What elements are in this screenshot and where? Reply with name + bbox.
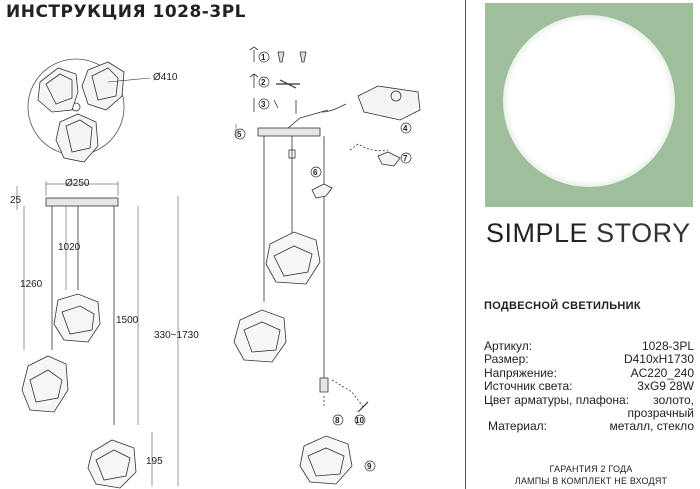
step-10: 10 xyxy=(355,416,364,425)
total-height-dim: 330~1730 xyxy=(154,330,199,341)
brand-name: SIMPLE STORY xyxy=(486,218,691,249)
spec-row-material: Материал: металл, стекло xyxy=(484,419,694,434)
spec-value: металл, стекло xyxy=(609,419,694,434)
step-2: 2 xyxy=(261,78,266,87)
step-6: 6 xyxy=(313,168,318,177)
step-9: 9 xyxy=(367,462,372,471)
shade-height-dim: 195 xyxy=(146,456,163,467)
spec-value: D410xH1730 xyxy=(623,352,694,367)
cord-short-dim: 1020 xyxy=(58,242,81,253)
product-type: ПОДВЕСНОЙ СВЕТИЛЬНИК xyxy=(484,300,641,312)
spec-label: Напряжение: xyxy=(484,365,557,380)
spec-row-light-source: Источник света: 3xG9 28W xyxy=(484,379,694,394)
spec-list: Артикул: 1028-3PL Размер: D410xH1730 Нап… xyxy=(484,339,694,434)
top-view xyxy=(27,58,151,163)
spec-label: Источник света: xyxy=(484,379,573,394)
warranty-note: ГАРАНТИЯ 2 ГОДА ЛАМПЫ В КОМПЛЕКТ НЕ ВХОД… xyxy=(484,463,698,487)
assembly-parts xyxy=(233,46,421,485)
brand-part-1: SIMPLE xyxy=(486,218,589,248)
warranty-line-2: ЛАМПЫ В КОМПЛЕКТ НЕ ВХОДЯТ xyxy=(514,476,668,486)
spec-label: Цвет арматуры, плафона: xyxy=(484,392,630,407)
cord-long-dim: 1500 xyxy=(116,315,139,326)
lamp-glow-illustration xyxy=(485,3,693,207)
step-callouts xyxy=(234,51,412,472)
canopy-spread-dim: Ø410 xyxy=(153,72,178,83)
spec-row-voltage: Напряжение: AC220_240 xyxy=(484,365,694,380)
spec-value: прозрачный xyxy=(627,406,694,421)
spec-row-color: Цвет арматуры, плафона: золото, xyxy=(484,392,694,407)
spec-row-size: Размер: D410xH1730 xyxy=(484,352,694,367)
page-title: ИНСТРУКЦИЯ 1028-3PL xyxy=(6,2,246,22)
spec-value: AC220_240 xyxy=(630,365,694,380)
spec-value: 1028-3PL xyxy=(641,339,694,353)
step-3: 3 xyxy=(261,100,266,109)
step-5: 5 xyxy=(237,130,242,139)
glow-circle xyxy=(503,15,675,187)
spec-row-color-cont: прозрачный xyxy=(484,406,694,421)
warranty-line-1: ГАРАНТИЯ 2 ГОДА xyxy=(549,464,633,474)
step-8: 8 xyxy=(335,416,340,425)
section-divider xyxy=(465,0,466,489)
step-7: 7 xyxy=(403,154,408,163)
spec-value: 3xG9 28W xyxy=(637,379,694,394)
canopy-diameter-dim: Ø250 xyxy=(65,178,90,189)
spec-row-article: Артикул: 1028-3PL xyxy=(484,339,694,353)
step-4: 4 xyxy=(403,124,408,133)
spec-label: Материал: xyxy=(488,419,547,434)
spec-value: золото, xyxy=(653,392,694,407)
assembly-drawing: 1 2 3 4 5 6 7 8 9 10 xyxy=(233,46,421,485)
side-view xyxy=(16,181,179,489)
canopy-height-dim: 25 xyxy=(10,195,22,206)
brand-part-2: STORY xyxy=(596,218,691,248)
step-1: 1 xyxy=(261,53,266,62)
spec-label: Размер: xyxy=(484,352,529,367)
cord-mid-dim: 1260 xyxy=(20,279,43,290)
dimension-drawing: Ø410 Ø250 25 xyxy=(10,58,199,489)
spec-label: Артикул: xyxy=(484,339,533,353)
